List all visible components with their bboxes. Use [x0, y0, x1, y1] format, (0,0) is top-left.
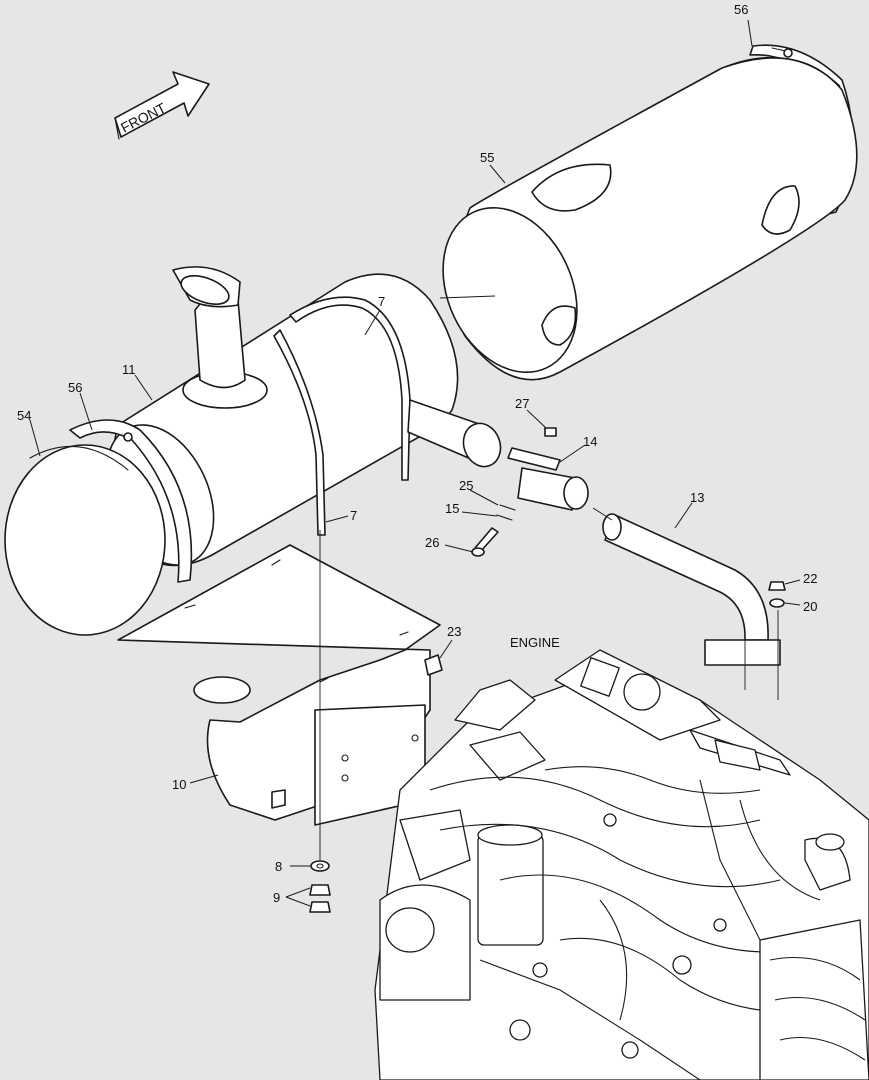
front-arrow: FRONT	[114, 71, 210, 140]
clamp-band-left	[69, 419, 193, 583]
callout-56-left: 56	[68, 380, 82, 395]
engine-label: ENGINE	[510, 635, 560, 650]
inlet-pipe-stub	[407, 399, 502, 468]
pin	[544, 427, 557, 437]
callout-27: 27	[515, 396, 529, 411]
engine	[374, 649, 869, 1080]
end-cap	[4, 444, 166, 636]
callout-55: 55	[480, 150, 494, 165]
callout-13: 13	[690, 490, 704, 505]
callout-26: 26	[425, 535, 439, 550]
bracket-bolt	[424, 654, 443, 676]
callout-10: 10	[172, 777, 186, 792]
exhaust-pipe	[602, 513, 781, 666]
callout-25: 25	[459, 478, 473, 493]
bolt	[471, 527, 499, 557]
washer	[310, 860, 330, 872]
callout-8: 8	[275, 859, 282, 874]
callout-56-top: 56	[734, 2, 748, 17]
pipe-clamp	[507, 447, 589, 511]
callout-9: 9	[273, 890, 280, 905]
callout-14: 14	[583, 434, 597, 449]
callout-20: 20	[803, 599, 817, 614]
callout-11: 11	[122, 362, 136, 377]
muffler-bracket	[117, 544, 441, 826]
callout-labels: 56 55 7 11 56 54 27 14 25 15 26 13 7 22 …	[17, 2, 817, 905]
callout-7-upper: 7	[378, 294, 385, 309]
muffler-cover-shell	[442, 56, 858, 381]
callout-22: 22	[803, 571, 817, 586]
callout-54: 54	[17, 408, 31, 423]
callout-7-lower: 7	[350, 508, 357, 523]
nuts	[309, 884, 331, 913]
flange-nut	[768, 581, 786, 608]
callout-15: 15	[445, 501, 459, 516]
spring-washer	[496, 504, 516, 521]
u-bolt-upper	[289, 296, 411, 481]
leader-lines	[29, 19, 801, 907]
callout-23: 23	[447, 624, 461, 639]
u-bolt-lower	[273, 329, 326, 536]
